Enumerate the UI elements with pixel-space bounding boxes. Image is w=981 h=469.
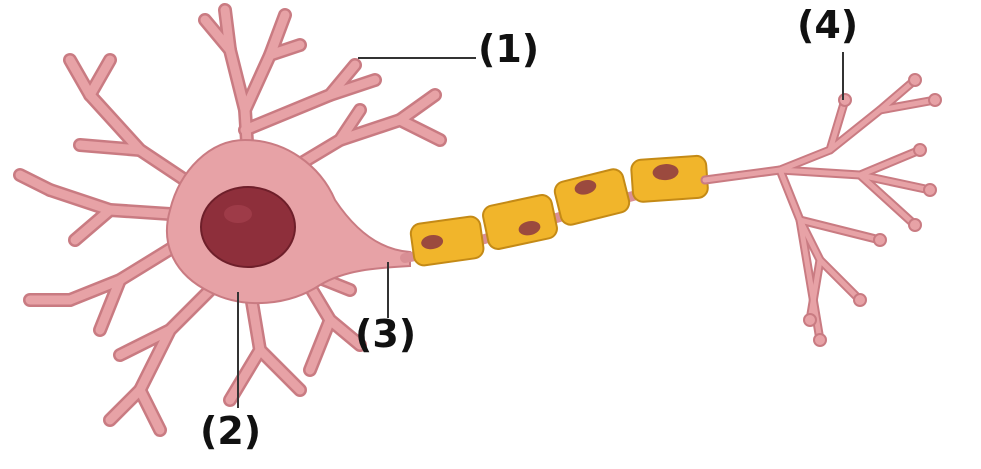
axon-terminals [705,74,941,346]
label-4: (4) [797,6,858,44]
label-1: (1) [478,30,539,68]
nucleus [201,187,295,267]
label-3: (3) [355,315,416,353]
label-2: (2) [200,412,261,450]
nucleus-highlight [224,205,252,223]
myelin-sheath [410,155,709,266]
